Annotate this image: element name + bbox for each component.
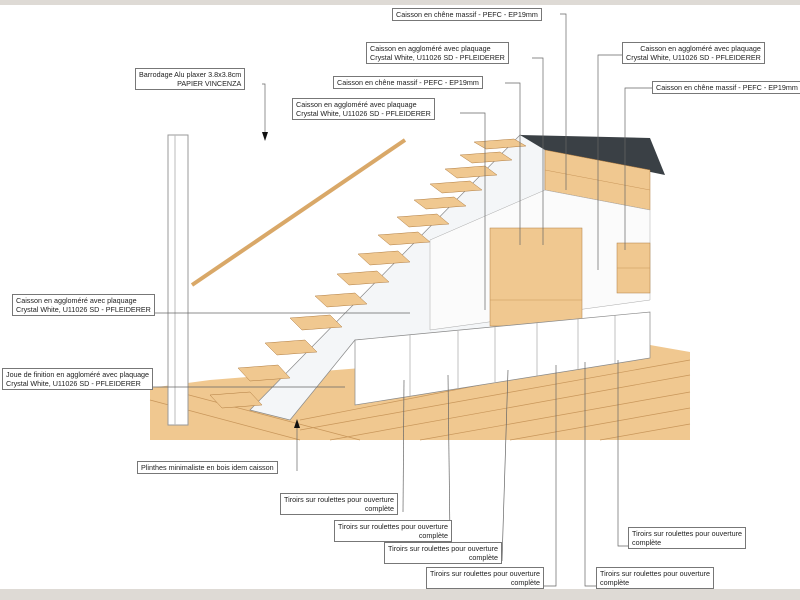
label-line: Barrodage Alu plaxer 3.8x3.8cm <box>139 70 242 79</box>
door-frame <box>167 134 189 426</box>
label-line: Caisson en aggloméré avec plaquage <box>640 44 761 53</box>
label-line: Tiroirs sur roulettes pour ouverture <box>284 495 394 504</box>
label-line: PAPIER VINCENZA <box>177 79 242 88</box>
label-line: Tiroirs sur roulettes pour ouverture <box>600 569 710 578</box>
label-line: Crystal White, U11026 SD - PFLEIDERER <box>626 53 761 62</box>
label-plinthes: Plinthes minimaliste en bois idem caisso… <box>137 461 278 474</box>
bottom-frame-bar <box>0 589 800 600</box>
label-line: Joue de finition en aggloméré avec plaqu… <box>6 370 150 379</box>
top-frame-bar <box>0 0 800 5</box>
handrail <box>190 138 407 287</box>
leader-arrows <box>262 132 300 428</box>
drawer-base <box>354 311 651 406</box>
label-line: Crystal White, U11026 SD - PFLEIDERER <box>6 379 141 388</box>
oak-cabinet-center <box>489 227 583 327</box>
stair-treads <box>209 138 527 409</box>
label-oak-3: Caisson en chêne massif - PEFC - EP19mm <box>333 76 483 89</box>
label-line: complète <box>364 504 394 513</box>
label-line: Tiroirs sur roulettes pour ouverture <box>338 522 448 531</box>
label-line: Crystal White, U11026 SD - PFLEIDERER <box>370 53 505 62</box>
label-line: Caisson en aggloméré avec plaquage <box>296 100 417 109</box>
label-line: Tiroirs sur roulettes pour ouverture <box>430 569 540 578</box>
label-line: complète <box>600 578 630 587</box>
label-joue: Joue de finition en aggloméré avec plaqu… <box>2 368 154 390</box>
label-line: complète <box>468 553 498 562</box>
steel-beam <box>520 135 665 175</box>
label-line: Crystal White, U11026 SD - PFLEIDERER <box>296 109 431 118</box>
label-line: Caisson en aggloméré avec plaquage <box>370 44 491 53</box>
label-oak-top: Caisson en chêne massif - PEFC - EP19mm <box>392 8 542 21</box>
leader-lines <box>147 13 652 587</box>
label-line: complète <box>418 531 448 540</box>
label-line: Crystal White, U11026 SD - PFLEIDERER <box>16 305 151 314</box>
label-line: Tiroirs sur roulettes pour ouverture <box>388 544 498 553</box>
label-line: Caisson en aggloméré avec plaquage <box>16 296 137 305</box>
label-line: Tiroirs sur roulettes pour ouverture <box>632 529 742 538</box>
floor-planks <box>149 351 691 441</box>
drawer-dividers <box>409 315 616 396</box>
label-oak-right: Caisson en chêne massif - PEFC - EP19mm <box>652 81 800 94</box>
label-line: complète <box>510 578 540 587</box>
label-line: complète <box>632 538 662 547</box>
